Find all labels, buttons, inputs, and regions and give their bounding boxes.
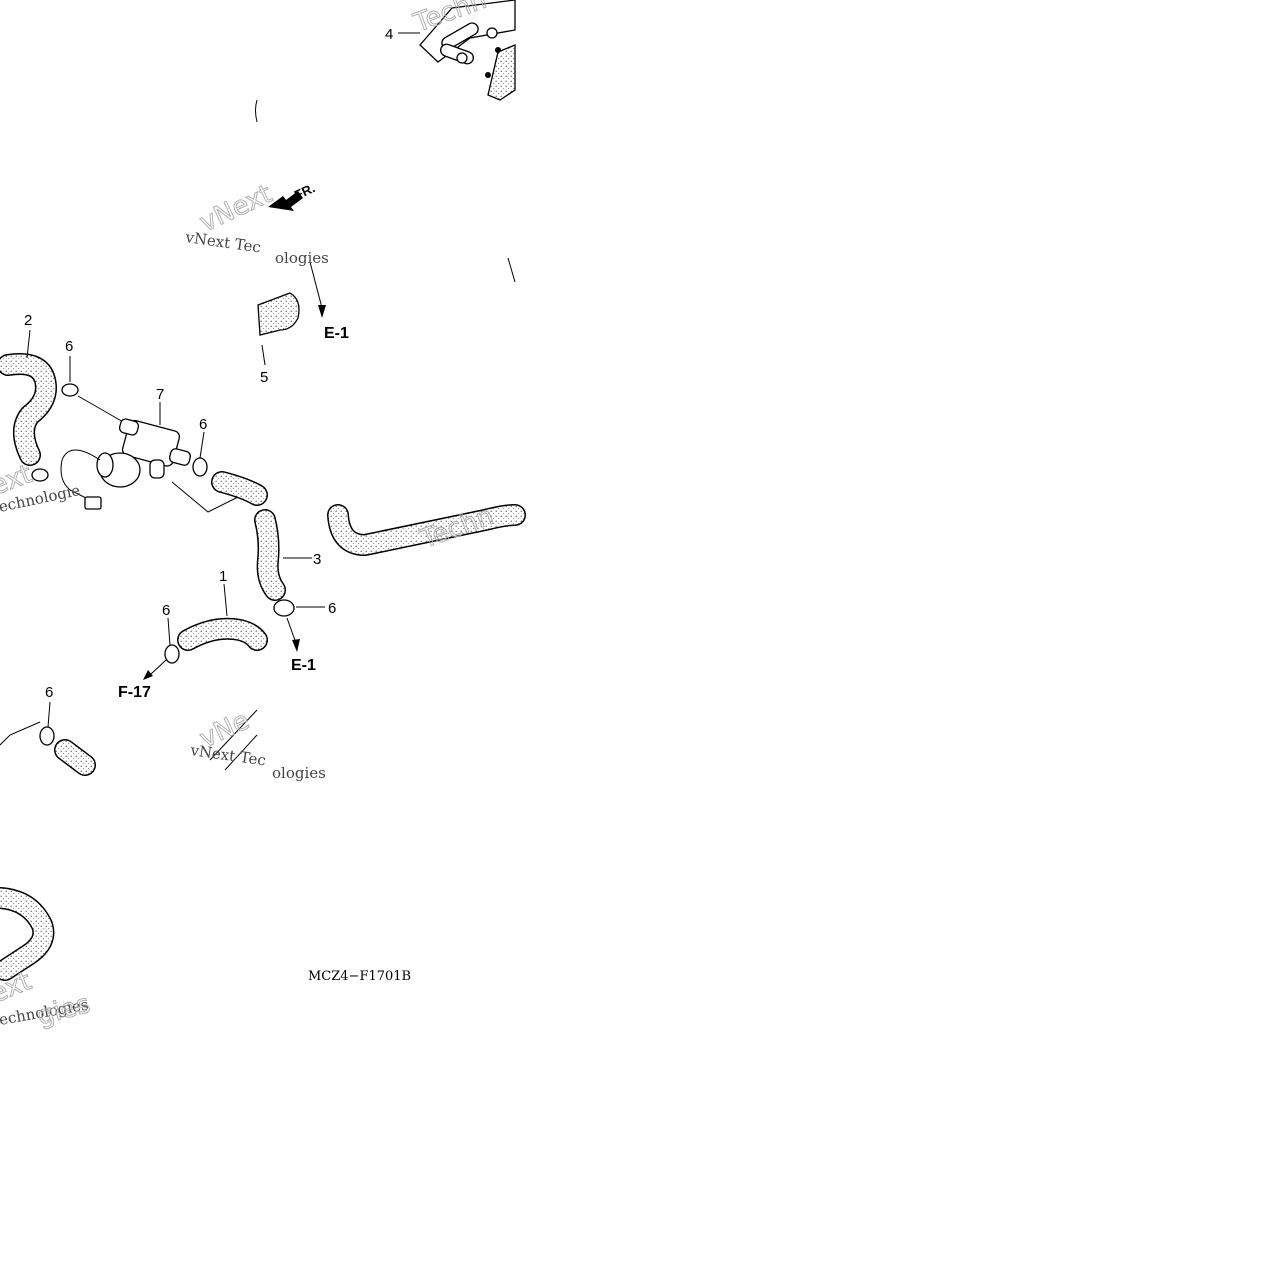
ref-f17: F-17 <box>118 684 151 701</box>
watermark-brand-7: gies <box>34 989 93 1032</box>
clip-6a <box>61 356 79 397</box>
watermark-brand-1: vNext <box>195 179 277 238</box>
watermark-brand-4: Techn <box>416 501 497 555</box>
callout-5: 5 <box>260 369 268 386</box>
part-2-hose <box>0 353 57 466</box>
watermark-text-1: vNext Tec <box>183 228 262 257</box>
edge-line-2 <box>224 734 258 771</box>
watermark-text-5: ologies <box>272 764 326 782</box>
bottom-hose <box>0 887 55 981</box>
long-hose <box>327 504 526 556</box>
callout-6e: 6 <box>45 684 53 701</box>
cover-plate <box>485 44 516 101</box>
callout-6a: 6 <box>65 338 73 355</box>
callout-4: 4 <box>385 26 393 43</box>
callout-3: 3 <box>313 551 321 568</box>
tile-edge-arc <box>255 99 258 123</box>
callout-1: 1 <box>219 568 227 585</box>
ref-e1-bottom: E-1 <box>291 657 316 674</box>
tile-edge-line <box>507 257 516 283</box>
part-5-hose-end <box>257 292 300 336</box>
part-1-hose <box>177 617 268 651</box>
ref-e1-top: E-1 <box>324 325 349 342</box>
clip-6d <box>164 617 180 664</box>
callout-6c: 6 <box>328 600 336 617</box>
clip-6-left <box>31 468 49 482</box>
part-4-bracket <box>419 0 516 65</box>
clip-6b <box>192 431 208 477</box>
edge-line <box>209 709 258 761</box>
part-7-solenoid-valve <box>60 402 191 510</box>
connector-hose <box>211 471 268 506</box>
clip-6e <box>0 701 55 746</box>
hose-stub <box>54 739 96 776</box>
callout-2: 2 <box>24 312 32 329</box>
callout-7: 7 <box>156 386 164 403</box>
watermark-text-4: vNext Tec <box>188 741 267 770</box>
watermark-text-2: ologies <box>275 249 329 267</box>
clip-6c <box>273 599 325 617</box>
svg-text:FR.: FR. <box>292 180 317 202</box>
part-3-hose <box>254 509 286 601</box>
diagram-code: MCZ4−F1701B <box>308 969 411 984</box>
callout-6d: 6 <box>162 602 170 619</box>
callout-6b: 6 <box>199 416 207 433</box>
